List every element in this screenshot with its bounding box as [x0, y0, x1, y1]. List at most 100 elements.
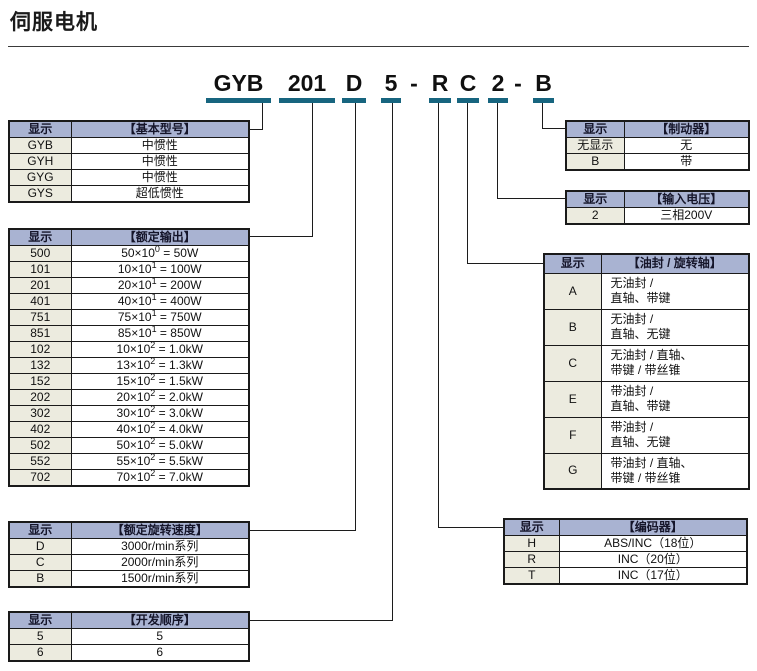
connector-line-input-voltage: [497, 103, 498, 198]
description-cell: 带油封 / 直轴、无键: [600, 416, 750, 454]
model-segment-text: -: [514, 70, 522, 96]
column-header: 显示: [8, 521, 72, 539]
description-cell: 三相200V: [623, 207, 750, 225]
description-cell: 55×102 = 5.5kW: [70, 453, 250, 470]
table-row: 无显示无: [565, 137, 750, 154]
description-cell: 超低惯性: [70, 185, 250, 203]
table-header-row: 显示【油封 / 旋转轴】: [543, 253, 750, 274]
superscript-exponent: 2: [150, 373, 156, 382]
description-cell: 中惯性: [70, 169, 250, 186]
code-cell: G: [543, 452, 602, 490]
description-cell: 无油封 / 直轴、带键: [600, 272, 750, 310]
code-cell: E: [543, 380, 602, 418]
code-cell: 132: [8, 357, 72, 374]
description-cell: 无油封 / 直轴、无键: [600, 308, 750, 346]
code-cell: 751: [8, 309, 72, 326]
code-cell: 102: [8, 341, 72, 358]
column-header: 【基本型号】: [70, 120, 250, 138]
superscript-exponent: 2: [150, 469, 156, 478]
superscript-exponent: 1: [151, 277, 157, 286]
model-underline: [342, 98, 366, 103]
connector-line-encoder: [438, 103, 439, 527]
model-segment: B: [533, 70, 554, 103]
model-segment-text: GYB: [213, 70, 264, 96]
code-cell: C: [543, 344, 602, 382]
superscript-exponent: 0: [154, 245, 160, 254]
model-segment: R: [429, 70, 451, 103]
superscript-exponent: 2: [150, 437, 156, 446]
description-cell: 50×100 = 50W: [70, 245, 250, 262]
model-segment-text: -: [410, 70, 418, 96]
description-cell: 20×102 = 2.0kW: [70, 389, 250, 406]
column-header: 显示: [8, 228, 72, 246]
model-segment-text: C: [459, 70, 477, 96]
model-segment-text: R: [431, 70, 449, 96]
column-header: 显示: [565, 120, 625, 138]
model-segment: 2: [488, 70, 508, 103]
connector-line-oil-seal: [467, 263, 546, 264]
title-divider: [8, 46, 749, 47]
model-underline: [429, 98, 451, 103]
connector-line-dev-order: [392, 103, 393, 620]
connector-line-brake: [542, 128, 566, 129]
code-cell: 302: [8, 405, 72, 422]
column-header: 显示: [503, 518, 560, 536]
model-underline: [206, 98, 271, 103]
description-cell: 带油封 / 直轴、 带键 / 带丝锥: [600, 452, 750, 490]
superscript-exponent: 2: [150, 405, 156, 414]
superscript-exponent: 2: [150, 421, 156, 430]
code-cell: R: [503, 551, 560, 568]
code-cell: C: [8, 554, 72, 571]
code-cell: 851: [8, 325, 72, 342]
code-cell: GYS: [8, 185, 72, 203]
model-segment: D: [342, 70, 366, 103]
table-header-row: 显示【开发顺序】: [8, 611, 250, 629]
code-cell: D: [8, 538, 72, 555]
code-cell: 无显示: [565, 137, 625, 154]
model-separator: -: [512, 70, 524, 96]
description-cell: INC（20位）: [558, 551, 748, 568]
description-cell: 5: [70, 628, 250, 645]
description-cell: 10×101 = 100W: [70, 261, 250, 278]
connector-line-rated-speed: [250, 530, 356, 531]
code-cell: T: [503, 567, 560, 585]
column-header: 【额定输出】: [70, 228, 250, 246]
model-underline: [488, 98, 508, 103]
connector-line-basic-model: [250, 129, 263, 130]
code-cell: F: [543, 416, 602, 454]
description-cell: 13×102 = 1.3kW: [70, 357, 250, 374]
description-cell: INC（17位）: [558, 567, 748, 585]
table-header-row: 显示【编码器】: [503, 518, 748, 536]
description-cell: 中惯性: [70, 153, 250, 170]
description-cell: 1500r/min系列: [70, 570, 250, 588]
column-header: 【输入电压】: [623, 190, 750, 208]
code-cell: 101: [8, 261, 72, 278]
description-cell: 50×102 = 5.0kW: [70, 437, 250, 454]
connector-line-input-voltage: [497, 198, 566, 199]
column-header: 显示: [8, 611, 72, 629]
model-segment-text: B: [535, 70, 552, 96]
